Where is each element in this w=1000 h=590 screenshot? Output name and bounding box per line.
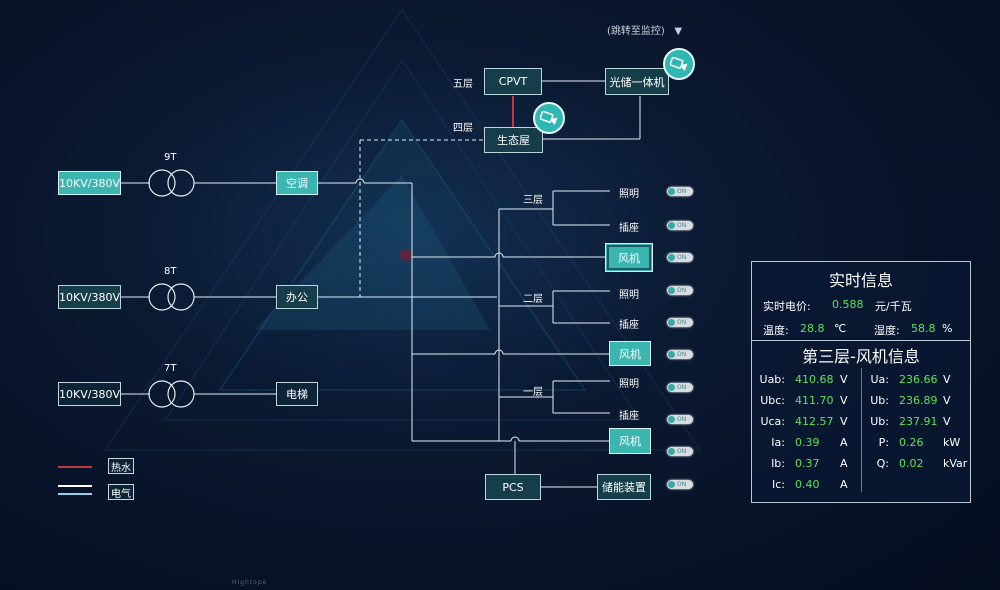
pv-storage-box[interactable]: 光储一体机: [605, 68, 669, 95]
p-label: P:: [878, 436, 889, 449]
ia-unit: A: [840, 436, 848, 449]
realtime-title: 实时信息: [828, 271, 893, 290]
floor1-lighting-label: 照明: [619, 379, 639, 390]
floor3-label: 三层: [523, 195, 543, 206]
floor3-socket-label: 插座: [619, 223, 639, 234]
temp-value: 28.8: [800, 322, 825, 335]
storage-toggle[interactable]: ON: [667, 480, 693, 489]
uab-label: Uab:: [759, 373, 785, 386]
ic-label: Ic:: [772, 478, 785, 491]
cpvt-box[interactable]: CPVT: [484, 68, 542, 95]
camera-icon[interactable]: [663, 48, 695, 80]
floor3-lighting-label: 照明: [619, 189, 639, 200]
floor5-label: 五层: [453, 79, 473, 90]
floor2-lighting-toggle[interactable]: ON: [667, 286, 693, 295]
transformer-label-9t: 9T: [164, 152, 177, 163]
q-value: 0.02: [899, 457, 924, 470]
eco-house-box[interactable]: 生态屋: [484, 127, 543, 153]
load-elevator[interactable]: 电梯: [276, 382, 318, 406]
floor3-fan-toggle[interactable]: ON: [667, 253, 693, 262]
camera-icon[interactable]: [533, 102, 565, 134]
p-value: 0.26: [899, 436, 924, 449]
ub2-value: 237.91: [899, 415, 938, 428]
ia-label: Ia:: [771, 436, 785, 449]
uab-value: 410.68: [795, 373, 834, 386]
floor1-fan-box[interactable]: 风机: [609, 428, 651, 454]
p-unit: kW: [943, 436, 961, 449]
floor1-socket-toggle[interactable]: ON: [667, 415, 693, 424]
ua-label: Ua:: [870, 373, 890, 386]
fan-info-title: 第三层-风机信息: [802, 347, 920, 366]
jump-to-monitor-link[interactable]: (跳转至监控) ▼: [607, 26, 683, 37]
source-10kv-9t[interactable]: 10KV/380V: [58, 171, 121, 195]
price-unit: 元/千瓦: [875, 300, 912, 313]
pcs-box[interactable]: PCS: [485, 474, 541, 500]
price-value: 0.588: [832, 298, 864, 311]
ic-value: 0.40: [795, 478, 820, 491]
floor2-label: 二层: [523, 294, 543, 305]
ub-value: 236.89: [899, 394, 938, 407]
source-10kv-8t[interactable]: 10KV/380V: [58, 285, 121, 309]
temp-unit: ℃: [834, 322, 847, 335]
floor1-fan-toggle[interactable]: ON: [667, 447, 693, 456]
humidity-value: 58.8: [911, 322, 936, 335]
footer-text: Hightope: [232, 579, 268, 586]
floor2-lighting-label: 照明: [619, 290, 639, 301]
ub-label: Ub:: [870, 394, 889, 407]
uca-label: Uca:: [760, 415, 785, 428]
floor3-socket-toggle[interactable]: ON: [667, 221, 693, 230]
floor3-lighting-toggle[interactable]: ON: [667, 187, 693, 196]
humidity-label: 湿度:: [874, 324, 900, 337]
floor1-label: 一层: [523, 387, 543, 398]
load-office[interactable]: 办公: [276, 285, 318, 309]
price-label: 实时电价:: [763, 300, 811, 313]
transformer-label-8t: 8T: [164, 266, 177, 277]
legend-electric-line-2: [58, 493, 92, 495]
ubc-value: 411.70: [795, 394, 834, 407]
floor2-fan-toggle[interactable]: ON: [667, 350, 693, 359]
transformer-label-7t: 7T: [164, 363, 177, 374]
column-divider: [861, 368, 862, 492]
q-label: Q:: [876, 457, 889, 470]
transformer-symbols: [148, 169, 195, 408]
ub-unit: V: [943, 394, 951, 407]
ia-value: 0.39: [795, 436, 820, 449]
ubc-label: Ubc:: [760, 394, 785, 407]
legend-hot-water-line: [58, 466, 92, 468]
panel-divider: [752, 340, 970, 341]
floor3-fan-box[interactable]: 风机: [605, 243, 653, 272]
ua-unit: V: [943, 373, 951, 386]
uab-unit: V: [840, 373, 848, 386]
ib-label: Ib:: [771, 457, 785, 470]
ub2-label: Ub:: [870, 415, 889, 428]
humidity-unit: %: [942, 322, 953, 335]
ib-unit: A: [840, 457, 848, 470]
wires: [121, 80, 641, 488]
floor2-socket-toggle[interactable]: ON: [667, 318, 693, 327]
floor2-fan-box[interactable]: 风机: [609, 341, 651, 366]
uca-value: 412.57: [795, 415, 834, 428]
legend-hot-water-label: 热水: [108, 458, 134, 474]
temp-label: 温度:: [763, 324, 789, 337]
source-10kv-7t[interactable]: 10KV/380V: [58, 382, 121, 406]
legend-electric-label: 电气: [108, 484, 134, 500]
legend-electric-line: [58, 485, 92, 487]
floor1-socket-label: 插座: [619, 411, 639, 422]
storage-box[interactable]: 储能装置: [597, 474, 651, 500]
ub2-unit: V: [943, 415, 951, 428]
ib-value: 0.37: [795, 457, 820, 470]
floor2-socket-label: 插座: [619, 320, 639, 331]
dropdown-arrow-icon[interactable]: ▼: [674, 26, 683, 37]
load-air-conditioner[interactable]: 空调: [276, 171, 318, 195]
info-panel: 实时信息 实时电价: 0.588 元/千瓦 温度: 28.8 ℃ 湿度: 58.…: [751, 261, 971, 503]
floor1-lighting-toggle[interactable]: ON: [667, 383, 693, 392]
ua-value: 236.66: [899, 373, 938, 386]
ic-unit: A: [840, 478, 848, 491]
ubc-unit: V: [840, 394, 848, 407]
dashed-links: [359, 139, 484, 297]
q-unit: kVar: [943, 457, 968, 470]
floor4-label: 四层: [453, 123, 473, 134]
uca-unit: V: [840, 415, 848, 428]
